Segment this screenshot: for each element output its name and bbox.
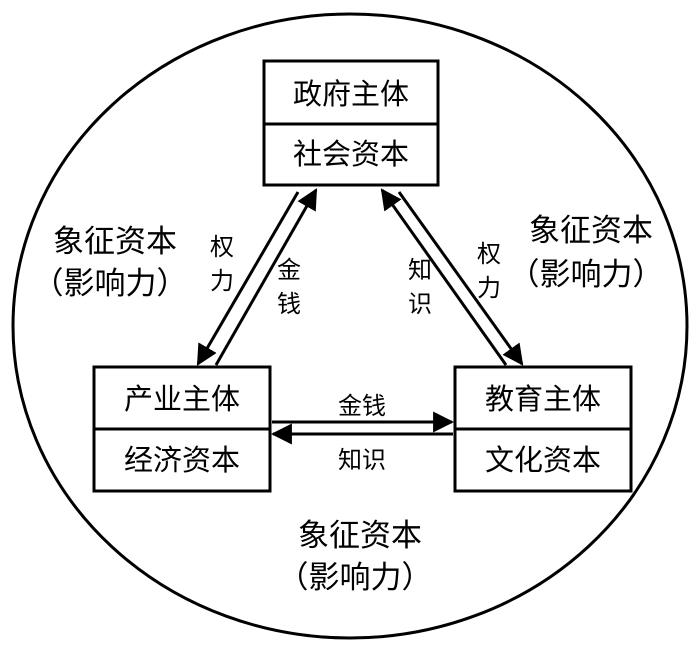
label-power-left-2: 力 [210,267,234,295]
arrow-top-to-left [196,191,300,366]
label-knowledge-top-2: 识 [408,290,432,318]
symbolic-right-line2: （影响力） [509,257,664,293]
node-industry-entity: 产业主体 [124,382,240,416]
label-money-top-2: 钱 [277,290,301,318]
label-power-left-1: 权 [210,233,234,261]
symbolic-bottom-line2: （影响力） [278,560,433,596]
node-industry: 产业主体 经济资本 [92,365,272,493]
node-government-entity: 政府主体 [293,77,409,111]
node-education-entity: 教育主体 [485,382,601,416]
label-power-right-2: 力 [477,274,501,302]
symbolic-left-line1: 象征资本 [53,224,177,260]
outer-ellipse [11,12,689,640]
node-government-capital: 社会资本 [293,137,409,171]
label-knowledge-top-1: 知 [408,256,432,284]
node-education-capital: 文化资本 [485,443,601,477]
node-government: 政府主体 社会资本 [262,59,440,187]
label-money-top-1: 金 [277,256,301,284]
node-education: 教育主体 文化资本 [453,365,633,493]
arrow-top-to-right [397,191,524,366]
label-power-right-1: 权 [477,240,501,268]
symbolic-bottom-line1: 象征资本 [298,518,422,554]
arrow-left-to-top [214,188,318,366]
label-knowledge-bottom: 知识 [338,446,386,474]
label-money-bottom: 金钱 [338,392,386,420]
arrow-right-to-top [380,188,508,366]
node-industry-capital: 经济资本 [124,443,240,477]
symbolic-left-line2: （影响力） [33,266,188,302]
symbolic-right-line1: 象征资本 [529,213,653,249]
